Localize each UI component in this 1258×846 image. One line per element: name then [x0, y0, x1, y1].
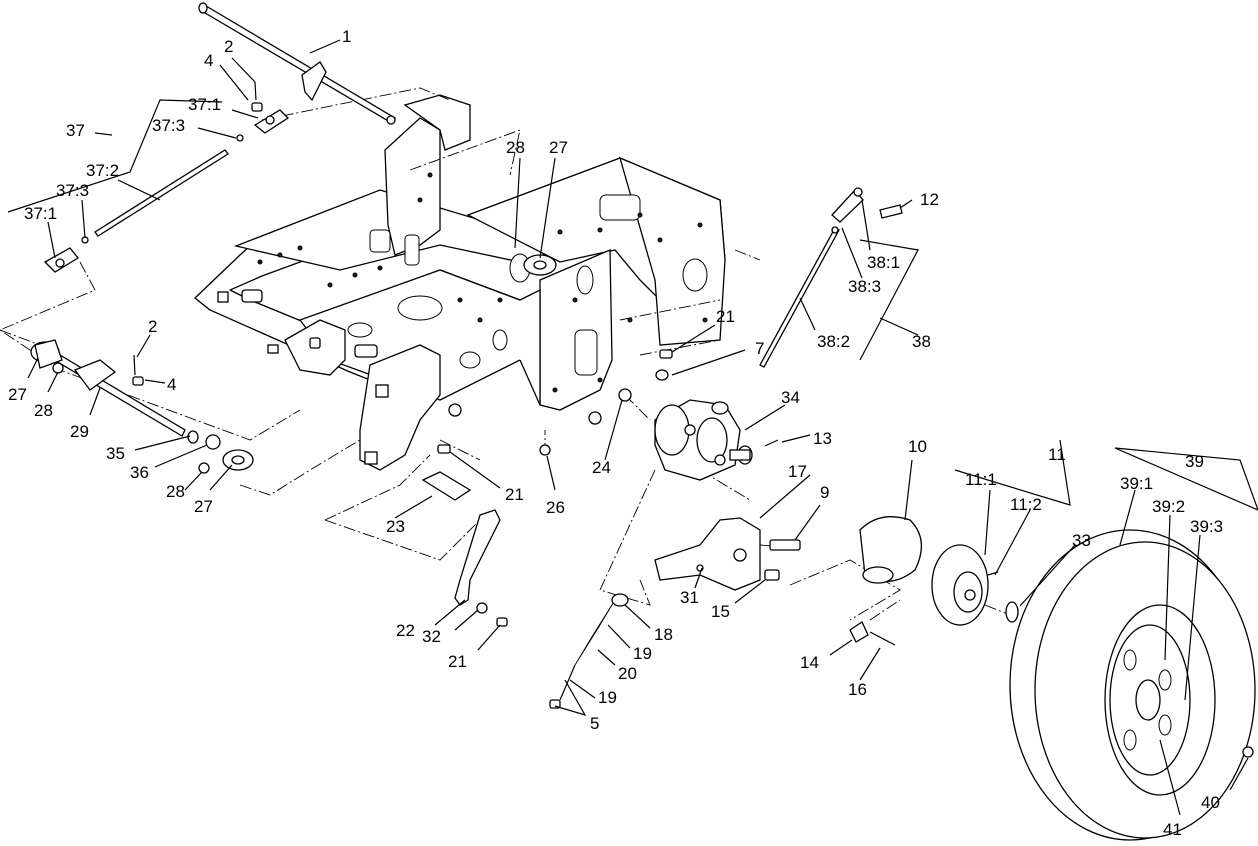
label-2-bottom: 2: [148, 317, 157, 336]
plate-14: [849, 621, 896, 646]
label-17: 17: [788, 462, 807, 481]
label-37-1-bottom: 37:1: [24, 204, 57, 223]
label-38-3: 38:3: [848, 277, 881, 296]
label-27-right: 27: [194, 497, 213, 516]
label-38: 38: [912, 332, 931, 351]
label-1: 1: [342, 27, 351, 46]
label-19-b: 19: [598, 688, 617, 707]
label-11: 11: [1048, 445, 1066, 464]
label-10: 10: [908, 437, 927, 456]
label-39-2: 39:2: [1152, 497, 1185, 516]
label-4-top: 4: [204, 51, 213, 70]
nut-40: [1242, 746, 1254, 758]
label-38-2: 38:2: [817, 332, 850, 351]
label-21-c: 21: [448, 652, 467, 671]
lever-22: [454, 509, 508, 627]
label-9: 9: [820, 483, 829, 502]
label-38-1: 38:1: [867, 253, 900, 272]
hub-11: [931, 544, 999, 626]
label-11-1: 11:1: [965, 470, 997, 489]
label-37: 37: [66, 121, 85, 140]
label-37-2: 37:2: [86, 161, 119, 180]
small-fasteners: [437, 349, 779, 456]
label-27-left: 27: [8, 385, 27, 404]
tire-39: [1009, 529, 1256, 841]
rod-1: [198, 2, 397, 125]
label-40: 40: [1201, 793, 1220, 812]
leader-lines: [7, 39, 1258, 816]
handle-23: [421, 471, 472, 501]
label-7: 7: [755, 339, 764, 358]
label-15: 15: [711, 602, 730, 621]
label-33: 33: [1072, 531, 1091, 550]
label-37-3-bottom: 37:3: [56, 181, 89, 200]
label-39-1: 39:1: [1120, 474, 1153, 493]
label-4-bottom: 4: [167, 375, 176, 394]
label-35: 35: [106, 444, 125, 463]
label-31: 31: [680, 588, 699, 607]
chassis-frame: [194, 94, 726, 471]
label-19-a: 19: [633, 644, 652, 663]
label-39-3: 39:3: [1190, 517, 1223, 536]
rod-38: [759, 187, 903, 368]
label-37-3-top: 37:3: [152, 116, 185, 135]
label-18: 18: [654, 625, 673, 644]
label-12: 12: [920, 190, 939, 209]
washer-33: [1005, 601, 1019, 623]
pump-34: [654, 399, 753, 481]
label-23: 23: [386, 517, 405, 536]
label-34: 34: [781, 388, 800, 407]
label-21-a: 21: [716, 307, 735, 326]
label-32: 32: [422, 627, 441, 646]
part-labels: 1 2 4 37:1 37:3 37 37:2 37:3 37:1 28 27 …: [8, 27, 1223, 839]
label-2-top: 2: [224, 37, 233, 56]
label-24: 24: [592, 458, 611, 477]
label-26: 26: [546, 498, 565, 517]
clevis-37-1-top: [236, 109, 290, 142]
label-27-frame: 27: [549, 138, 568, 157]
label-39: 39: [1185, 452, 1204, 471]
label-20: 20: [618, 664, 637, 683]
label-28-frame: 28: [506, 138, 525, 157]
label-37-1-top: 37:1: [188, 95, 221, 114]
spring-20: [549, 593, 629, 709]
label-14: 14: [800, 653, 819, 672]
label-28-left: 28: [34, 401, 53, 420]
bracket-17: [654, 517, 801, 591]
label-22: 22: [396, 621, 415, 640]
label-28-right: 28: [166, 482, 185, 501]
assembly-lines: [0, 87, 1246, 756]
label-41: 41: [1163, 820, 1182, 839]
label-29: 29: [70, 422, 89, 441]
shaft-29: [30, 339, 254, 474]
label-11-2: 11:2: [1010, 495, 1042, 514]
pin-2-top: [251, 81, 263, 112]
label-21-b: 21: [505, 485, 524, 504]
label-16: 16: [848, 680, 867, 699]
label-13: 13: [813, 429, 832, 448]
label-36: 36: [130, 463, 149, 482]
label-5: 5: [590, 714, 599, 733]
rod-37-2: [43, 149, 229, 273]
band-10: [859, 516, 922, 584]
